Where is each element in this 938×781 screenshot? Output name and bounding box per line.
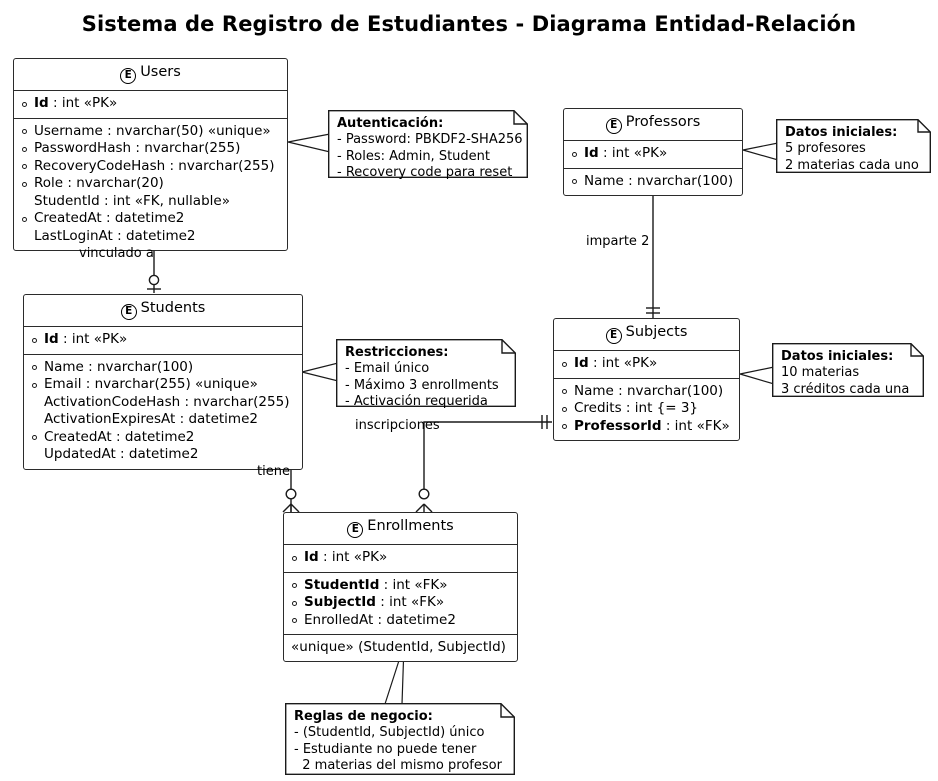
note-shape [772, 343, 924, 397]
note-line: - Máximo 3 enrollments [345, 377, 499, 393]
attribute-row: CreatedAt : datetime2 [21, 210, 280, 228]
entity-badge-icon: E [120, 304, 137, 320]
entity-users-name: Users [140, 64, 181, 80]
entity-users-pk-compartment: Id : int «PK» [14, 91, 287, 119]
note-line: - Email único [345, 361, 430, 376]
entity-enrollments-name: Enrollments [367, 518, 454, 534]
attribute-row: Name : nvarchar(100) [571, 173, 735, 191]
note-datos-materias[interactable]: Datos iniciales: 10 materias 3 créditos … [772, 343, 924, 397]
note-anchor-professors [742, 142, 779, 161]
entity-enrollments-attributes: StudentId : int «FK» SubjectId : int «FK… [284, 573, 517, 635]
attribute-row: StudentId : int «FK, nullable» [34, 192, 230, 209]
entity-users-attributes: Username : nvarchar(50) «unique» Passwor… [14, 119, 287, 251]
entity-professors-attributes: Name : nvarchar(100) [564, 169, 742, 196]
note-line: 2 materias del mismo profesor [294, 758, 502, 773]
note-shape [776, 119, 931, 173]
attribute-row: Id : int «PK» [21, 95, 280, 113]
attribute-row: EnrolledAt : datetime2 [291, 612, 510, 630]
attribute-row: LastLoginAt : datetime2 [34, 227, 196, 244]
entity-enrollments-constraint: «unique» (StudentId, SubjectId) [284, 635, 517, 661]
attribute-row: CreatedAt : datetime2 [31, 429, 295, 447]
note-line: - (StudentId, SubjectId) único [294, 725, 485, 740]
note-autenticacion[interactable]: Autenticación: - Password: PBKDF2-SHA256… [328, 110, 528, 180]
page-title: Sistema de Registro de Estudiantes - Dia… [81, 12, 857, 36]
entity-badge-icon: E [120, 68, 137, 84]
entity-students-name: Students [140, 300, 206, 316]
note-line: - Password: PBKDF2-SHA256 [337, 132, 523, 147]
note-shape [336, 339, 516, 407]
entity-subjects-name: Subjects [625, 324, 688, 340]
entity-students-pk-compartment: Id : int «PK» [24, 327, 302, 355]
note-anchor-students [301, 362, 339, 382]
attribute-row: Id : int «PK» [571, 145, 735, 163]
edge-label-vinculado-a: vinculado a [79, 246, 154, 261]
note-line: - Activación requerida [345, 394, 488, 409]
edge-label-imparte-2: imparte 2 [586, 234, 650, 249]
entity-students-attributes: Name : nvarchar(100) Email : nvarchar(25… [24, 355, 302, 469]
attribute-row: ActivationCodeHash : nvarchar(255) [44, 393, 290, 410]
entity-enrollments-pk-compartment: Id : int «PK» [284, 545, 517, 573]
unique-constraint-label: «unique» (StudentId, SubjectId) [291, 639, 506, 655]
attribute-row: Name : nvarchar(100) [561, 383, 732, 401]
entity-professors-name: Professors [625, 114, 701, 130]
attribute-row: Email : nvarchar(255) «unique» [31, 376, 295, 394]
entity-badge-icon: E [605, 328, 622, 344]
note-restricciones[interactable]: Restricciones: - Email único - Máximo 3 … [336, 339, 516, 409]
attribute-row: Id : int «PK» [31, 331, 295, 349]
note-line: - Recovery code para reset [337, 165, 513, 180]
attribute-row: ActivationExpiresAt : datetime2 [44, 411, 258, 427]
note-shape [328, 110, 528, 178]
entity-badge-icon: E [347, 522, 364, 538]
note-title: Datos iniciales: [781, 349, 894, 364]
attribute-row: UpdatedAt : datetime2 [44, 446, 199, 462]
entity-subjects-attributes: Name : nvarchar(100) Credits : int {= 3}… [554, 379, 739, 441]
note-line: 10 materias [781, 365, 860, 380]
edge-label-tiene: tiene [257, 464, 290, 479]
entity-subjects-pk-compartment: Id : int «PK» [554, 351, 739, 379]
note-shape [285, 703, 515, 775]
attribute-row: Username : nvarchar(50) «unique» [21, 123, 280, 141]
attribute-row: Role : nvarchar(20) [21, 175, 280, 193]
attribute-row: Id : int «PK» [561, 355, 732, 373]
note-title: Restricciones: [345, 345, 449, 360]
note-title: Reglas de negocio: [294, 709, 433, 724]
note-line: 5 profesores [785, 141, 866, 156]
note-anchor-users [287, 133, 331, 153]
note-reglas-negocio[interactable]: Reglas de negocio: - (StudentId, Subject… [285, 703, 515, 775]
attribute-row: ProfessorId : int «FK» [561, 418, 732, 436]
attribute-row: StudentId : int «FK» [291, 577, 510, 595]
edge-label-inscripciones: inscripciones [355, 418, 440, 433]
note-datos-profesores[interactable]: Datos iniciales: 5 profesores 2 materias… [776, 119, 931, 173]
edge-professors-subjects [646, 186, 660, 318]
attribute-row: SubjectId : int «FK» [291, 594, 510, 612]
note-line: - Estudiante no puede tener [294, 741, 477, 757]
attribute-row: PasswordHash : nvarchar(255) [21, 140, 280, 158]
note-anchor-subjects [739, 366, 775, 385]
attribute-row: Name : nvarchar(100) [31, 359, 295, 377]
note-line: - Roles: Admin, Student [337, 148, 490, 164]
attribute-row: Id : int «PK» [291, 549, 510, 567]
attribute-row: RecoveryCodeHash : nvarchar(255) [21, 158, 280, 176]
note-line: 3 créditos cada una [781, 381, 910, 397]
entity-professors-pk-compartment: Id : int «PK» [564, 141, 742, 169]
note-line: 2 materias cada uno [785, 157, 919, 173]
entity-badge-icon: E [605, 118, 622, 134]
note-title: Datos iniciales: [785, 125, 898, 140]
attribute-row: Credits : int {= 3} [561, 400, 732, 418]
note-title: Autenticación: [337, 116, 444, 131]
